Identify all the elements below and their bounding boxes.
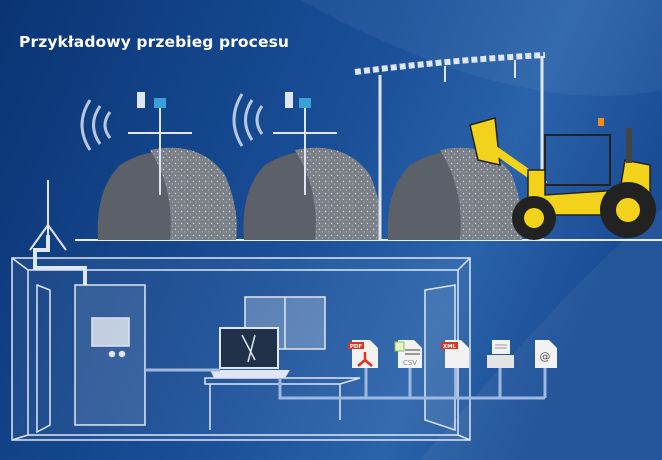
pdf-file-icon: PDF	[348, 340, 378, 368]
page-title: Przykładowy przebieg procesu	[19, 33, 290, 51]
pdf-label: PDF	[350, 344, 363, 350]
laptop	[210, 327, 290, 378]
antenna	[29, 180, 87, 285]
level-sensor-2	[232, 92, 337, 195]
material-pile-2	[243, 147, 382, 240]
desk	[204, 377, 361, 430]
xml-label: XML	[443, 344, 457, 350]
data-pipes	[145, 368, 547, 400]
csv-label: CSV	[403, 359, 417, 367]
wheel-loader	[469, 117, 656, 240]
level-sensor-1	[80, 92, 192, 195]
material-pile-1	[97, 147, 237, 240]
email-file-icon: @	[535, 340, 557, 368]
email-label: @	[540, 350, 551, 363]
material-pile-3	[387, 147, 523, 240]
xml-file-icon: XML	[441, 340, 469, 368]
csv-file-icon: CSV	[394, 340, 422, 368]
printer-icon	[487, 340, 514, 368]
control-cabinet	[74, 284, 146, 426]
